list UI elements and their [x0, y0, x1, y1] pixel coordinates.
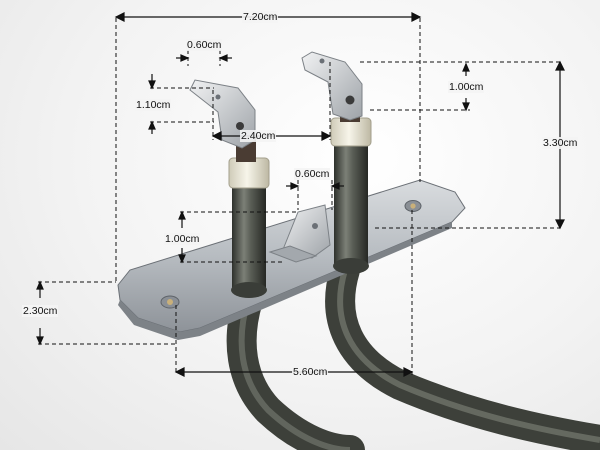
terminal-spacing-label: 2.40cm	[240, 130, 277, 142]
center-tab	[268, 204, 331, 263]
right-tab-height-label: 1.00cm	[448, 81, 485, 93]
center-tab-width-label: 0.60cm	[294, 168, 331, 180]
center-tab-height-label: 1.00cm	[164, 233, 201, 245]
dimension-lines	[38, 18, 560, 375]
left-tab-height-label: 1.10cm	[135, 99, 172, 111]
left-terminal-tube	[228, 136, 270, 298]
hole-spacing-label: 5.60cm	[292, 366, 329, 378]
plate-height-label: 2.30cm	[22, 305, 59, 317]
tube-loops	[226, 255, 600, 450]
right-terminal-tab	[301, 51, 363, 121]
overall-width-label: 7.20cm	[242, 11, 279, 23]
left-tab-width-label: 0.60cm	[186, 39, 223, 51]
terminal-height-label: 3.30cm	[542, 137, 579, 149]
